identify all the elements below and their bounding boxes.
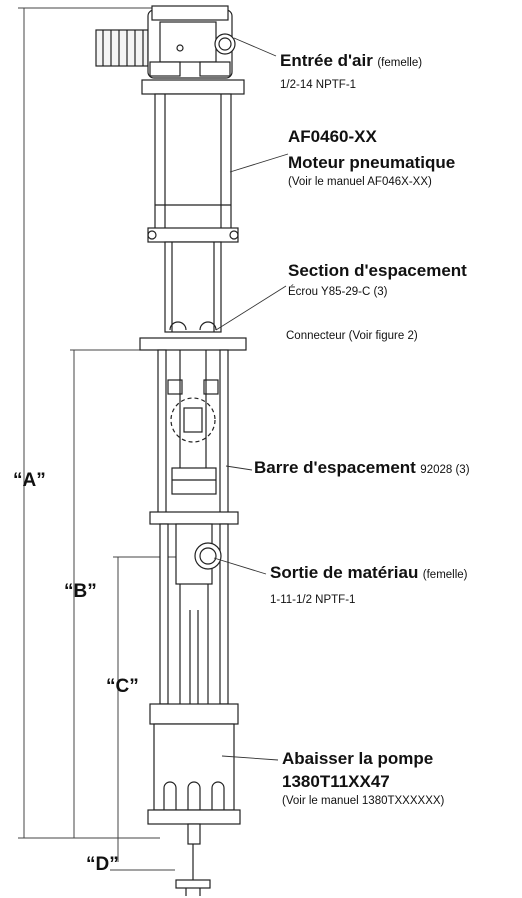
connector-label: Connecteur (Voir figure 2) xyxy=(286,330,418,342)
spacer-nut-label: Écrou Y85-29-C (3) xyxy=(288,286,388,298)
dimension-b-label: “B” xyxy=(64,581,97,602)
dimension-d-label: “D” xyxy=(86,854,119,875)
material-outlet-title: Sortie de matériau xyxy=(270,563,419,582)
tie-bars xyxy=(149,349,239,525)
lower-pump-note: (Voir le manuel 1380TXXXXXX) xyxy=(282,795,445,807)
air-motor-body xyxy=(141,79,245,243)
material-outlet-spec: 1-11-1/2 NPTF-1 xyxy=(270,594,356,606)
lower-pump-title: Abaisser la pompe xyxy=(282,749,434,768)
motor-note: (Voir le manuel AF046X-XX) xyxy=(288,176,432,188)
spacer-bar-title: Barre d'espacement xyxy=(254,458,416,477)
air-inlet-qualifier: (femelle) xyxy=(377,57,423,69)
dimension-lines xyxy=(18,7,200,871)
dimension-c-label: “C” xyxy=(106,676,139,697)
motor-title: Moteur pneumatique xyxy=(288,153,456,172)
material-outlet-qualifier: (femelle) xyxy=(422,569,468,581)
dimension-a-label: “A” xyxy=(13,470,46,491)
spacer-section xyxy=(139,241,247,351)
air-motor-head xyxy=(95,5,236,79)
lower-pump-column xyxy=(147,523,241,896)
spacer-bar-part: 92028 (3) xyxy=(420,464,470,476)
lower-pump-model: 1380T11XX47 xyxy=(282,772,390,791)
material-outlet-callout: Sortie de matériau (femelle) xyxy=(270,563,468,583)
leader-lines xyxy=(213,37,289,761)
air-inlet-spec: 1/2-14 NPTF-1 xyxy=(280,79,357,91)
spacer-section-title: Section d'espacement xyxy=(288,261,467,280)
air-inlet-title: Entrée d'air xyxy=(280,51,373,70)
motor-model: AF0460-XX xyxy=(288,127,377,146)
air-inlet-callout: Entrée d'air (femelle) xyxy=(280,51,423,71)
spacer-bar-callout: Barre d'espacement 92028 (3) xyxy=(254,458,470,478)
